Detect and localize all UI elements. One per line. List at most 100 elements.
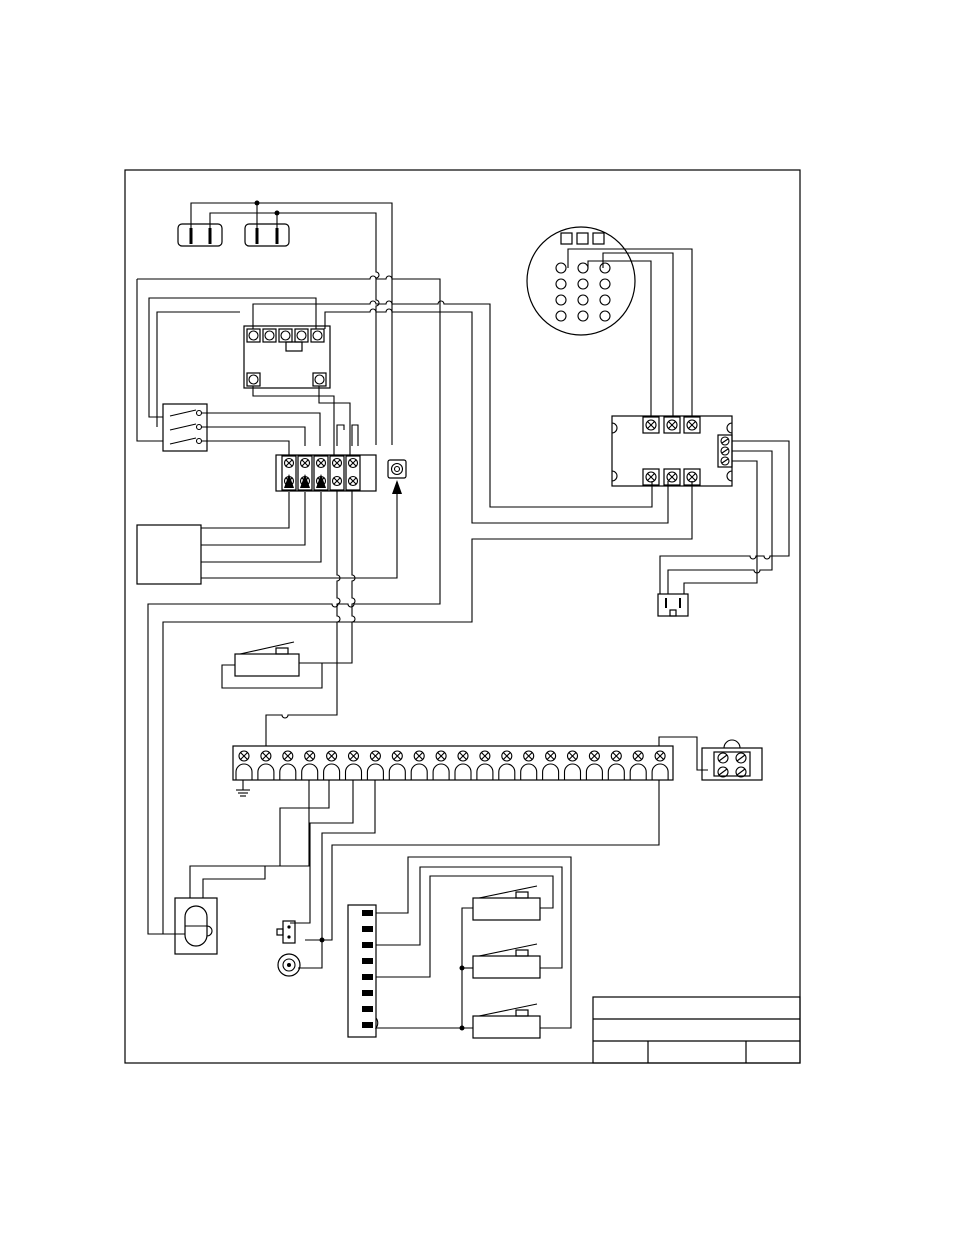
screw-terminal [261, 751, 271, 761]
wiring-top [137, 276, 668, 934]
screw-terminal [655, 751, 665, 761]
terminal-slot [521, 764, 537, 780]
ground-stud [388, 460, 406, 478]
wiring-relay [568, 249, 789, 594]
screw-terminal [333, 477, 342, 486]
socket-pin [556, 279, 566, 289]
terminal-slot [346, 764, 362, 780]
screw-terminal [283, 751, 293, 761]
terminal-slot [389, 764, 405, 780]
socket-pin [556, 295, 566, 305]
terminal-slot [433, 764, 449, 780]
screw-terminal [317, 459, 326, 468]
socket-pin [556, 263, 566, 273]
screw-terminal [646, 472, 656, 482]
screw-terminal [546, 751, 556, 761]
socket-pin [600, 279, 610, 289]
screw-terminal [667, 472, 677, 482]
terminal-slot [236, 764, 252, 780]
screw-terminal [436, 751, 446, 761]
terminal-slot [477, 764, 493, 780]
terminal-slot [455, 764, 471, 780]
socket-pin [578, 279, 588, 289]
terminal-slot [652, 764, 668, 780]
harness-connector [348, 857, 571, 1037]
screw-terminal [687, 420, 697, 430]
screw-terminal [633, 751, 643, 761]
connector-pin [362, 926, 373, 932]
terminal-slot [367, 764, 383, 780]
screw-terminal [611, 751, 621, 761]
socket-pin [578, 295, 588, 305]
screw-terminal [333, 459, 342, 468]
title-block [593, 997, 800, 1063]
terminal-slot [565, 764, 581, 780]
thermostat-bulb [175, 898, 217, 954]
screw-terminal [327, 751, 337, 761]
ground-symbol [236, 780, 250, 796]
screw-terminal [239, 751, 249, 761]
screw-terminal [480, 751, 490, 761]
terminal-slot [258, 764, 274, 780]
terminal-cell [346, 456, 360, 490]
screw-terminal [687, 472, 697, 482]
screw-terminal [285, 459, 294, 468]
terminal-slot [280, 764, 296, 780]
terminal-slot [630, 764, 646, 780]
screw-terminal [349, 459, 358, 468]
screw-terminal [568, 751, 578, 761]
power-plug-left [178, 224, 222, 246]
terminal-slot [324, 764, 340, 780]
screw-terminal [502, 751, 512, 761]
connector-pin [362, 910, 373, 916]
terminal-slot [499, 764, 515, 780]
screw-terminal [589, 751, 599, 761]
terminal-slot [411, 764, 427, 780]
screw-terminal [646, 420, 656, 430]
buzzer [278, 954, 300, 976]
screw-terminal [458, 751, 468, 761]
connector-pin [362, 958, 373, 964]
connector-pin [362, 942, 373, 948]
screw-terminal [392, 751, 402, 761]
socket-pin [600, 311, 610, 321]
terminal-slot [586, 764, 602, 780]
main-terminal-strip [233, 746, 673, 780]
power-plug-right [245, 224, 289, 246]
power-supply-box [137, 525, 201, 584]
contactor [244, 326, 330, 388]
terminal-slot [302, 764, 318, 780]
screw-terminal [414, 751, 424, 761]
limit-switch-3 [473, 1004, 540, 1038]
limit-switch-1 [473, 886, 540, 920]
relay-socket [527, 227, 635, 335]
selector-switch [163, 404, 207, 451]
socket-pin [600, 295, 610, 305]
screw-terminal [301, 459, 310, 468]
terminal-cell [330, 456, 344, 490]
screw-terminal [370, 751, 380, 761]
screw-terminal [349, 751, 359, 761]
outlet-receptacle [658, 594, 688, 616]
connector-pin [362, 974, 373, 980]
limit-switch-2 [473, 944, 540, 978]
limit-switch-mid [222, 642, 322, 688]
terminal-block-aux [659, 737, 762, 780]
relay-base [612, 416, 732, 486]
terminal-slot [608, 764, 624, 780]
door-switch-small [277, 921, 295, 943]
socket-pin [600, 263, 610, 273]
screw-terminal [349, 477, 358, 486]
connector-pin [362, 1022, 373, 1028]
screw-terminal [305, 751, 315, 761]
socket-pin [578, 311, 588, 321]
screw-terminal [524, 751, 534, 761]
socket-pin [556, 311, 566, 321]
plug-wiring [191, 201, 392, 446]
wiring-lower [190, 780, 659, 968]
socket-pin [578, 263, 588, 273]
screw-terminal [667, 420, 677, 430]
terminal-slot [543, 764, 559, 780]
connector-pin [362, 990, 373, 996]
